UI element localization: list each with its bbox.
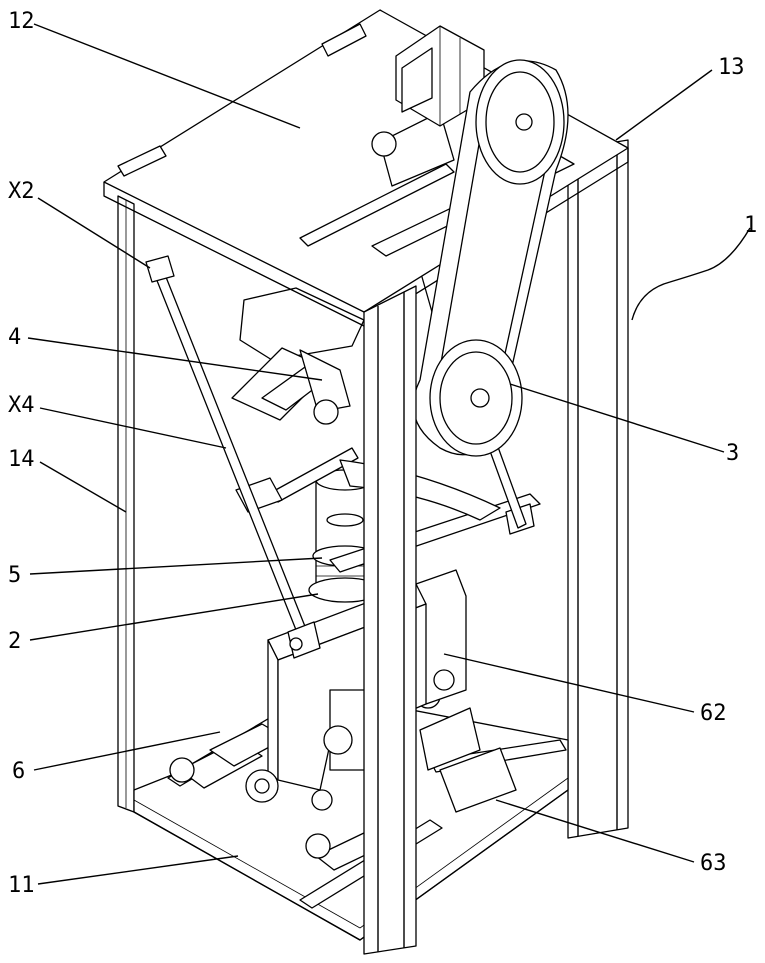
label-x4: X4 — [8, 393, 35, 418]
frame-front-post — [364, 286, 416, 954]
label-5: 5 — [8, 563, 21, 588]
label-62: 62 — [700, 701, 727, 726]
label-14: 14 — [8, 447, 35, 472]
label-1: 1 — [744, 213, 757, 238]
label-4: 4 — [8, 325, 21, 350]
label-13: 13 — [718, 55, 745, 80]
label-12: 12 — [8, 9, 35, 34]
label-3: 3 — [726, 441, 739, 466]
label-63: 63 — [700, 851, 727, 876]
label-6: 6 — [12, 759, 25, 784]
frame-right-post — [568, 140, 628, 838]
label-x2: X2 — [8, 179, 35, 204]
frame-left-post — [118, 196, 134, 812]
label-11: 11 — [8, 873, 35, 898]
label-2: 2 — [8, 629, 21, 654]
gripper-head — [232, 288, 364, 424]
